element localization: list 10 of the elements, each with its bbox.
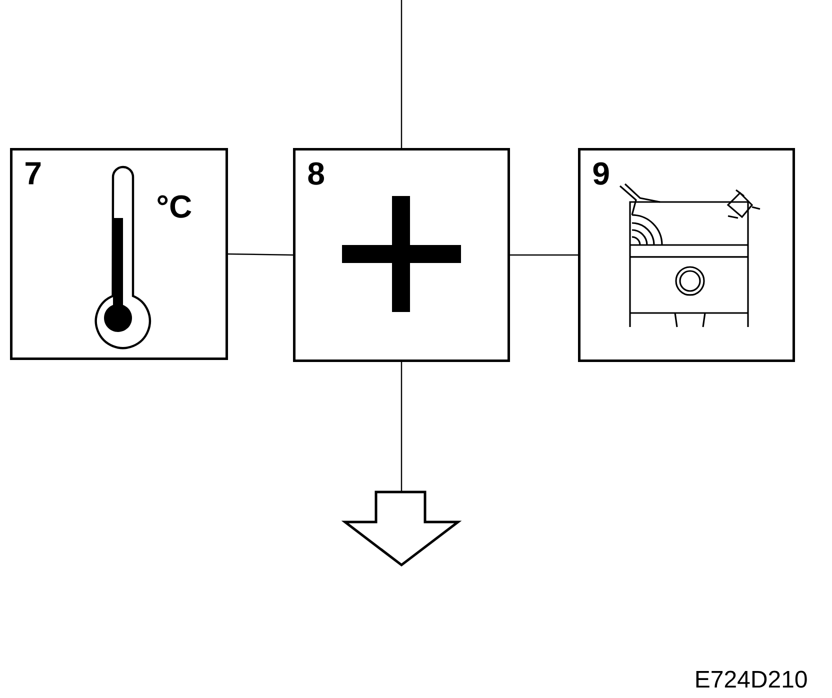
box-number: 7	[26, 162, 41, 184]
hollow-arrow	[341, 490, 462, 567]
box-number: 8	[308, 162, 324, 185]
box-number: 9	[593, 162, 609, 185]
connector-line	[510, 254, 578, 256]
connector-line	[400, 362, 402, 492]
connector-line	[400, 0, 402, 148]
unit-label: °C	[158, 195, 192, 218]
connector-line	[228, 253, 294, 256]
figure-code: E724D210	[696, 670, 807, 688]
